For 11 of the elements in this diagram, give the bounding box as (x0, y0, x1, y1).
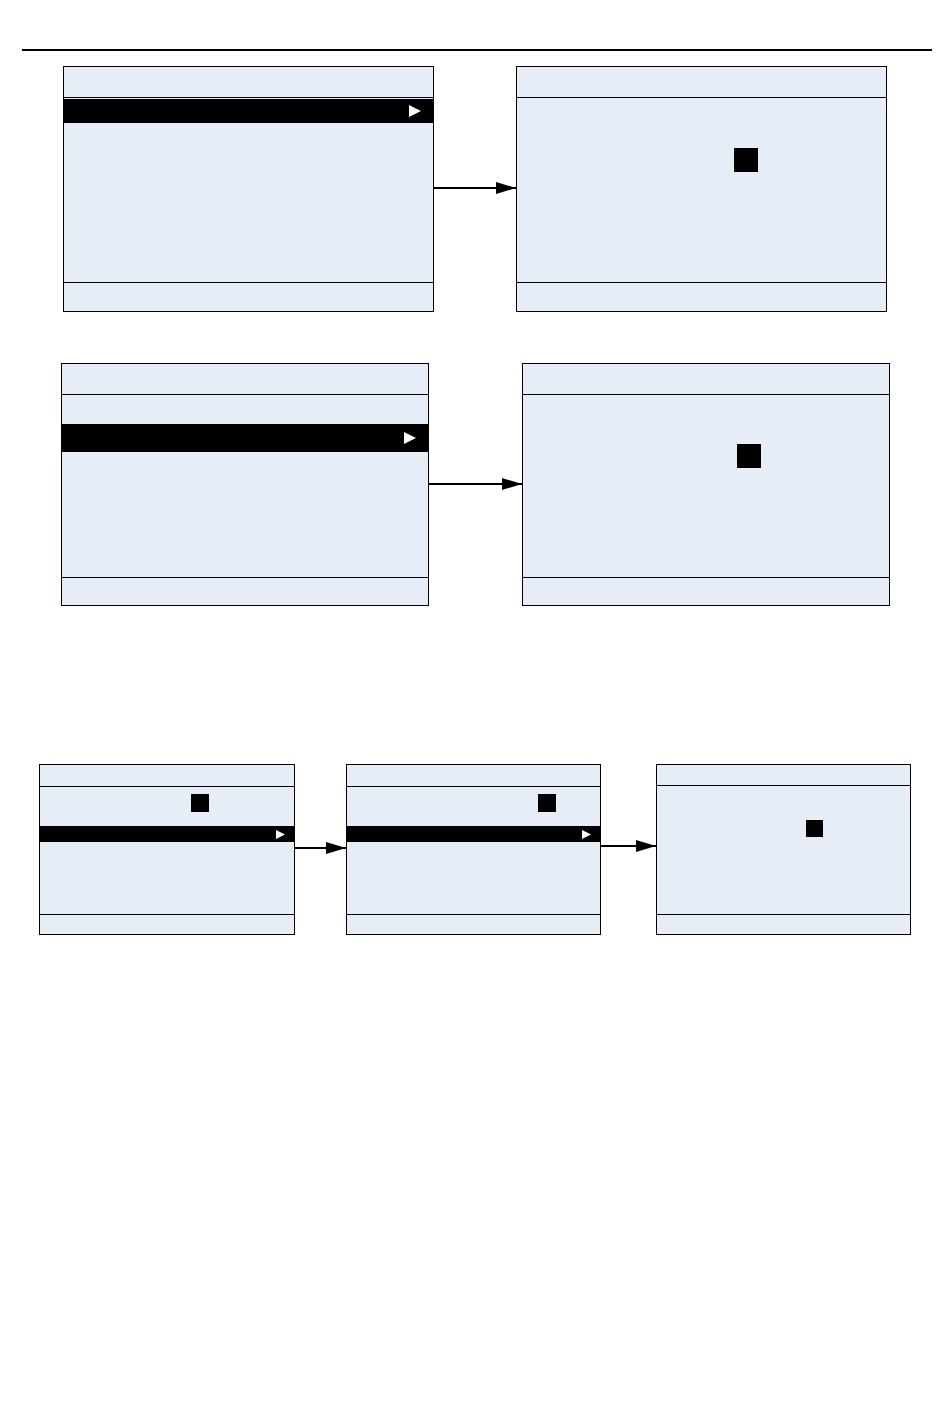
arrow (428, 478, 523, 490)
screen-mockup (516, 66, 887, 312)
screen-mockup (63, 66, 434, 312)
screen-mockup (522, 363, 890, 606)
arrow (433, 182, 517, 194)
screen-mockup (39, 764, 295, 935)
arrow (600, 840, 657, 852)
screen-mockup (656, 764, 911, 935)
screen-mockup (61, 363, 429, 606)
screen-mockup (346, 764, 601, 935)
arrow (294, 842, 347, 854)
